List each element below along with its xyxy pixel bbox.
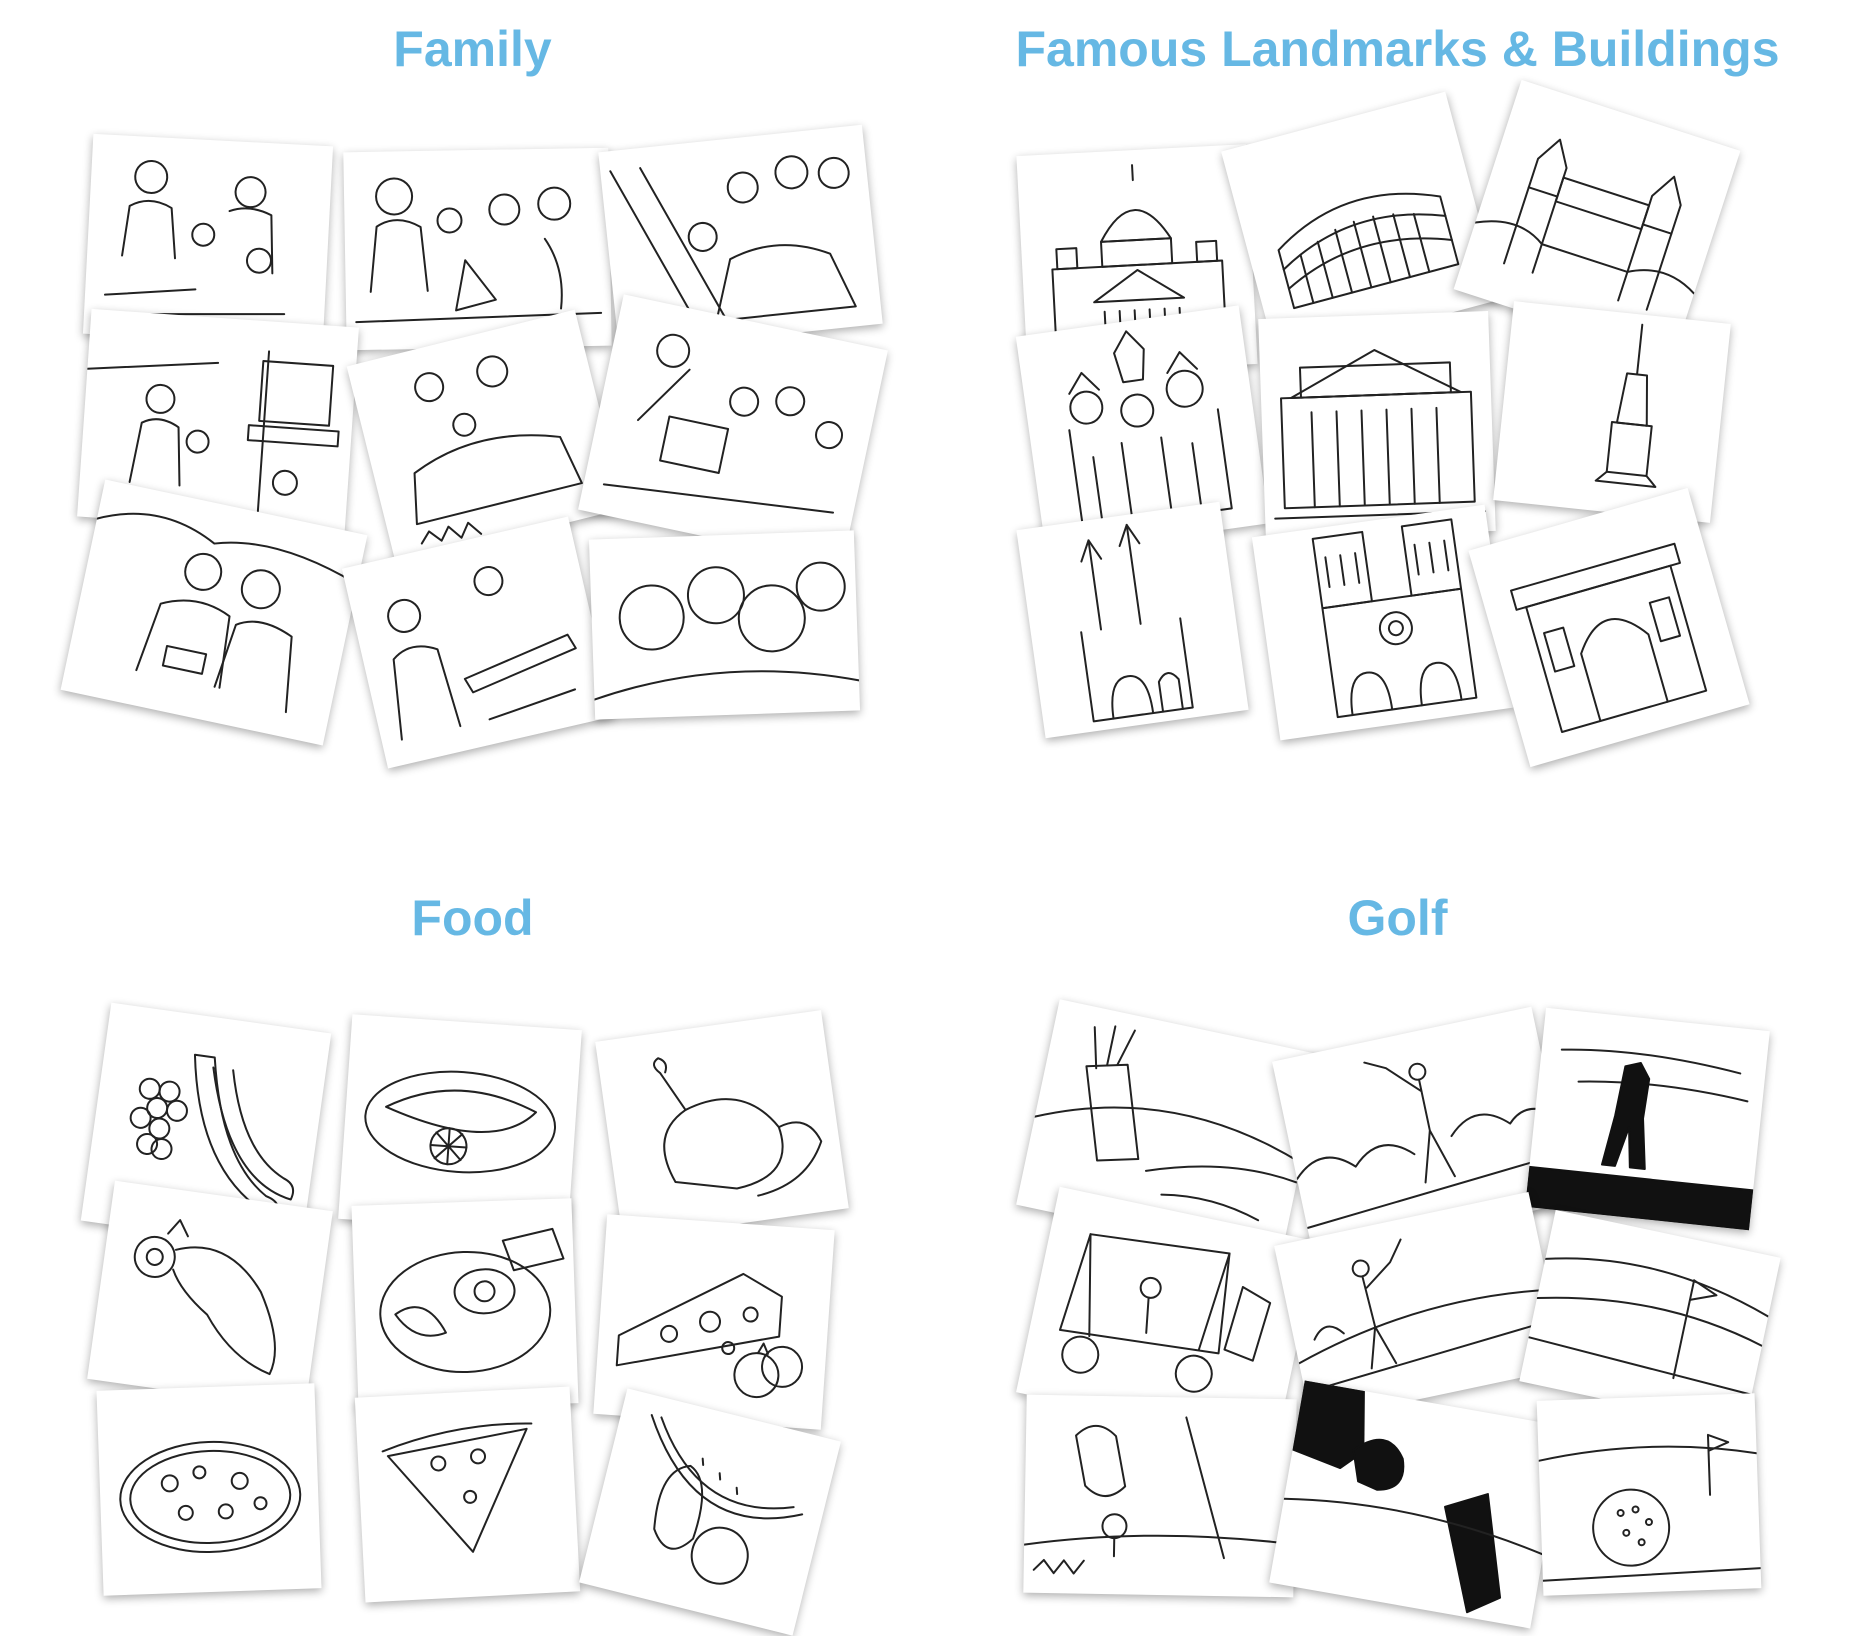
golf-card-cart[interactable]: [1016, 1186, 1319, 1448]
family-card-picnic[interactable]: [346, 309, 625, 566]
landmarks-section: Famous Landmarks & Buildings: [925, 0, 1850, 807]
food-card-cheese-tomato[interactable]: [593, 1214, 835, 1430]
landmark-card-tower-bridge[interactable]: [1453, 79, 1741, 361]
landmark-card-bolshoi[interactable]: [1258, 311, 1496, 539]
golf-card-ball-closeup[interactable]: [1536, 1393, 1762, 1596]
family-card-tv[interactable]: [77, 308, 359, 536]
food-card-eggs-bacon[interactable]: [351, 1198, 579, 1411]
golf-section: Golf: [925, 807, 1850, 1629]
golf-card-bag-course[interactable]: [1016, 999, 1324, 1261]
food-card-pizza[interactable]: [96, 1383, 322, 1596]
food-card-watermelon-pear[interactable]: [579, 1388, 841, 1636]
food-title: Food: [411, 890, 534, 946]
family-card-faces[interactable]: [588, 530, 861, 720]
food-card-pizza-slice[interactable]: [354, 1386, 581, 1603]
landmarks-title: Famous Landmarks & Buildings: [1015, 21, 1780, 77]
food-card-salmon-plate[interactable]: [338, 1014, 582, 1235]
landmark-card-colosseum[interactable]: [1221, 91, 1501, 360]
golf-card-tree-bag[interactable]: [1269, 1380, 1566, 1629]
food-card-vegetables[interactable]: [87, 1180, 333, 1410]
golf-card-silhouette[interactable]: [1525, 1007, 1770, 1231]
golf-card-tee-ball[interactable]: [1023, 1394, 1297, 1598]
family-card-boardgame[interactable]: [578, 294, 888, 566]
landmark-card-arc-de-triomphe[interactable]: [1468, 487, 1750, 768]
family-card-tablet[interactable]: [60, 479, 368, 746]
family-title: Family: [393, 21, 552, 77]
golf-card-flag[interactable]: [1519, 1210, 1781, 1429]
landmark-card-gothic-church[interactable]: [1016, 501, 1249, 739]
family-section: Family: [0, 0, 925, 807]
golf-title: Golf: [1347, 890, 1448, 946]
landmark-card-notre-dame[interactable]: [1251, 504, 1514, 741]
landmark-card-spire[interactable]: [1493, 301, 1731, 523]
golf-card-fairway-swing[interactable]: [1274, 1191, 1566, 1423]
food-card-roast-chicken[interactable]: [595, 1010, 849, 1240]
family-card-couch-reading[interactable]: [598, 124, 883, 352]
golf-card-swing-trees[interactable]: [1272, 1006, 1573, 1258]
food-section: Food: [0, 807, 925, 1636]
family-card-woodwork[interactable]: [341, 516, 615, 769]
